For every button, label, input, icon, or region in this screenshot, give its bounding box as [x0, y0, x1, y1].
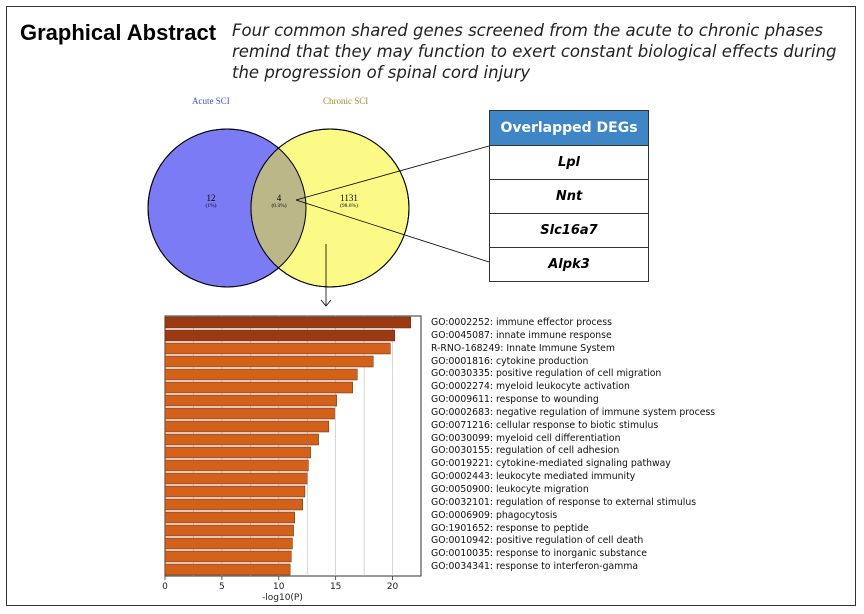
chart-bar [164, 420, 330, 433]
go-term-label: GO:0034341: response to interferon-gamma [431, 561, 639, 573]
chart-bar [164, 329, 396, 342]
page-title: Graphical Abstract [20, 20, 217, 45]
chart-bar [164, 368, 358, 381]
chart-bar [164, 563, 291, 576]
go-term-label: GO:0030099: myeloid cell differentiation [431, 432, 621, 444]
go-term-label: GO:0006909: phagocytosis [431, 509, 558, 521]
chart-bar [164, 550, 292, 563]
go-term-label: GO:0019221: cytokine-mediated signaling … [431, 458, 671, 470]
go-term-label: GO:0030155: regulation of cell adhesion [431, 445, 620, 457]
chart-x-tick-label: 20 [387, 582, 399, 592]
go-term-label: GO:0001816: cytokine production [431, 355, 589, 367]
deg-gene-cell: Slc16a7 [489, 213, 649, 248]
chart-x-tick-label: 10 [273, 582, 285, 592]
x-axis-label: -log10(P) [262, 593, 303, 603]
page-subtitle: Four common shared genes screened from t… [232, 21, 837, 82]
chart-bar [164, 524, 294, 537]
venn-overlap-region [251, 129, 306, 287]
venn-acute-label: Acute SCI [192, 96, 230, 106]
chart-bar [164, 355, 374, 368]
connector-line-bottom [295, 199, 490, 263]
connector-line-top [295, 145, 490, 201]
go-term-label: GO:0032101: regulation of response to ex… [431, 496, 697, 508]
go-term-label: GO:0009611: response to wounding [431, 394, 599, 406]
chart-bar [164, 498, 303, 511]
abstract-frame [6, 6, 856, 606]
go-term-label: GO:0002274: myeloid leukocyte activation [431, 381, 630, 393]
chart-bar [164, 316, 412, 329]
chart-plot-area [164, 315, 422, 577]
chart-x-tick-label: 15 [330, 582, 341, 592]
chart-bar [164, 537, 293, 550]
venn-chronic-label: Chronic SCI [323, 96, 369, 106]
deg-gene-cell: Alpk3 [489, 247, 649, 282]
go-term-label: GO:0002252: immune effector process [431, 317, 612, 328]
chart-bar [164, 433, 319, 446]
go-term-label: GO:0010035: response to inorganic substa… [431, 548, 647, 560]
chart-bar [164, 472, 308, 485]
deg-table-header: Overlapped DEGs [489, 110, 649, 146]
venn-acute-count: 12 (1%) [205, 193, 217, 209]
chart-bar [164, 407, 335, 420]
chart-bar [164, 394, 338, 407]
go-term-label: GO:1901652: response to peptide [431, 522, 589, 534]
chart-bar [164, 381, 353, 394]
venn-chronic-count: 1131 (98.6%) [340, 193, 358, 209]
venn-overlap-count: 4 (0.3%) [271, 193, 287, 209]
go-term-label: GO:0010942: positive regulation of cell … [431, 535, 644, 547]
chart-bar [164, 485, 306, 498]
go-term-label: GO:0071216: cellular response to biotic … [431, 419, 659, 431]
chart-x-tick-label: 0 [162, 582, 168, 592]
go-term-label: GO:0045087: innate immune response [431, 329, 612, 341]
go-term-label: GO:0030335: positive regulation of cell … [431, 368, 662, 380]
chart-bar [164, 459, 309, 472]
go-term-label: R-RNO-168249: Innate Immune System [431, 342, 615, 354]
deg-gene-cell: Lpl [489, 145, 649, 180]
chart-bar [164, 511, 295, 524]
go-term-label: GO:0002683: negative regulation of immun… [431, 406, 716, 418]
overlapped-degs-table: Overlapped DEGs Lpl Nnt Slc16a7 Alpk3 [489, 110, 649, 282]
chart-bar [164, 342, 391, 355]
chart-bar [164, 446, 311, 459]
chart-x-tick-label: 5 [219, 582, 225, 592]
go-term-label: GO:0002443: leukocyte mediated immunity [431, 471, 636, 483]
go-term-label: GO:0050900: leukocyte migration [431, 483, 589, 495]
